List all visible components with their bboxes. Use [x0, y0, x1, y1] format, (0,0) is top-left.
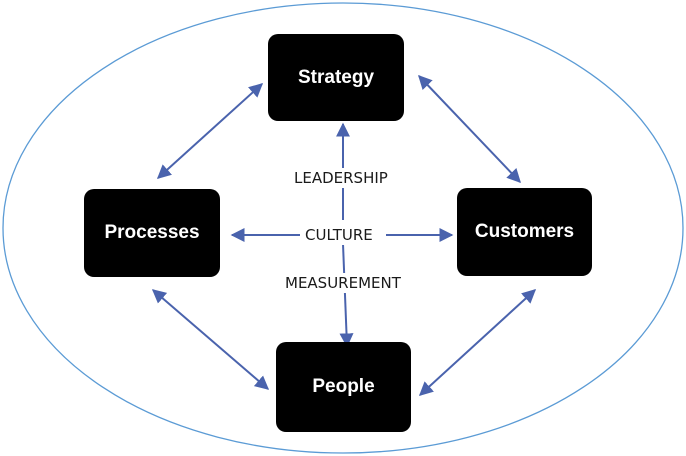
- arrow-center-people: [339, 243, 354, 348]
- arrow-strategy-processes: [156, 83, 264, 179]
- arrow-processes-people: [151, 289, 270, 390]
- node-processes: Processes: [84, 189, 220, 277]
- label-leadership: LEADERSHIP: [291, 168, 391, 188]
- node-strategy: Strategy: [268, 34, 404, 121]
- arrow-customers-people: [418, 289, 537, 396]
- node-customers: Customers: [457, 188, 592, 276]
- label-culture: CULTURE: [302, 225, 376, 245]
- node-people: People: [276, 342, 411, 432]
- label-measurement: MEASUREMENT: [282, 273, 404, 293]
- arrow-strategy-customers: [418, 74, 521, 184]
